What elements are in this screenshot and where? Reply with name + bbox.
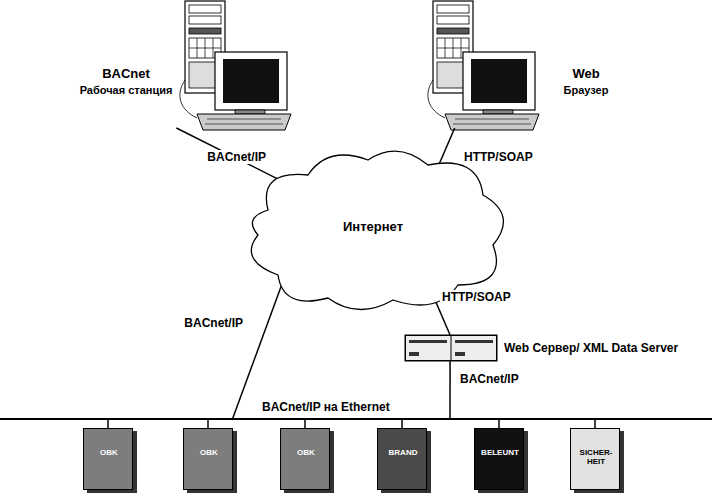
network-link — [449, 361, 451, 420]
node-label: Рабочая станция — [70, 83, 182, 97]
device-box: OBK — [280, 428, 330, 490]
workstation-computer — [180, 1, 291, 130]
device-box: SICHER- HEIT — [570, 428, 620, 490]
text-block: Интернет — [228, 219, 518, 236]
network-link — [107, 420, 109, 428]
text-block: WebБраузер — [552, 66, 620, 97]
text-block: BELEUNT — [477, 449, 523, 458]
network-link — [304, 420, 306, 428]
device-label: SICHER- HEIT — [573, 449, 619, 467]
device-label: OBK — [283, 449, 329, 458]
node-label: Интернет — [228, 219, 518, 236]
network-link — [498, 420, 500, 428]
link-label: HTTP/SOAP — [462, 150, 535, 164]
network-link — [401, 420, 403, 428]
device-box: BRAND — [377, 428, 427, 490]
device-label: OBK — [186, 449, 232, 458]
text-block: OBK — [86, 449, 132, 458]
link-label: BACnet/IP — [458, 372, 521, 386]
text-block: BACnet/IP на Ethernet — [262, 400, 390, 416]
text-block: SICHER- HEIT — [573, 449, 619, 467]
ethernet-bus: BACnet/IP на Ethernet — [0, 400, 712, 420]
network-link — [207, 420, 209, 428]
node-label: Web — [552, 66, 620, 83]
web-server: Web Сервер/ XML Data Server — [405, 335, 497, 361]
node-label: Web Сервер/ XML Data Server — [504, 341, 678, 357]
web-browser: WebБраузер — [430, 0, 620, 132]
device-box: BELEUNT — [474, 428, 524, 490]
node-label: Браузер — [552, 83, 620, 97]
node-label: BACnet — [70, 66, 182, 83]
device-label: BRAND — [380, 449, 426, 458]
text-block: OBK — [186, 449, 232, 458]
device-label: BELEUNT — [477, 449, 523, 458]
server-front — [405, 335, 497, 361]
link-label: HTTP/SOAP — [440, 290, 513, 304]
device-box: OBK — [183, 428, 233, 490]
link-label: BACnet/IP — [205, 150, 268, 164]
text-block: BACnetРабочая станция — [70, 66, 182, 97]
link-label: BACnet/IP — [182, 316, 245, 330]
device-box: OBK — [83, 428, 133, 490]
text-block: OBK — [283, 449, 329, 458]
internet-cloud: Интернет — [228, 140, 518, 315]
text-block: Web Сервер/ XML Data Server — [504, 341, 678, 357]
network-link — [594, 420, 596, 428]
workstation: BACnetРабочая станция — [70, 0, 182, 132]
browser-computer — [428, 1, 539, 130]
text-block: BRAND — [380, 449, 426, 458]
device-label: OBK — [86, 449, 132, 458]
node-label: BACnet/IP на Ethernet — [262, 400, 390, 416]
